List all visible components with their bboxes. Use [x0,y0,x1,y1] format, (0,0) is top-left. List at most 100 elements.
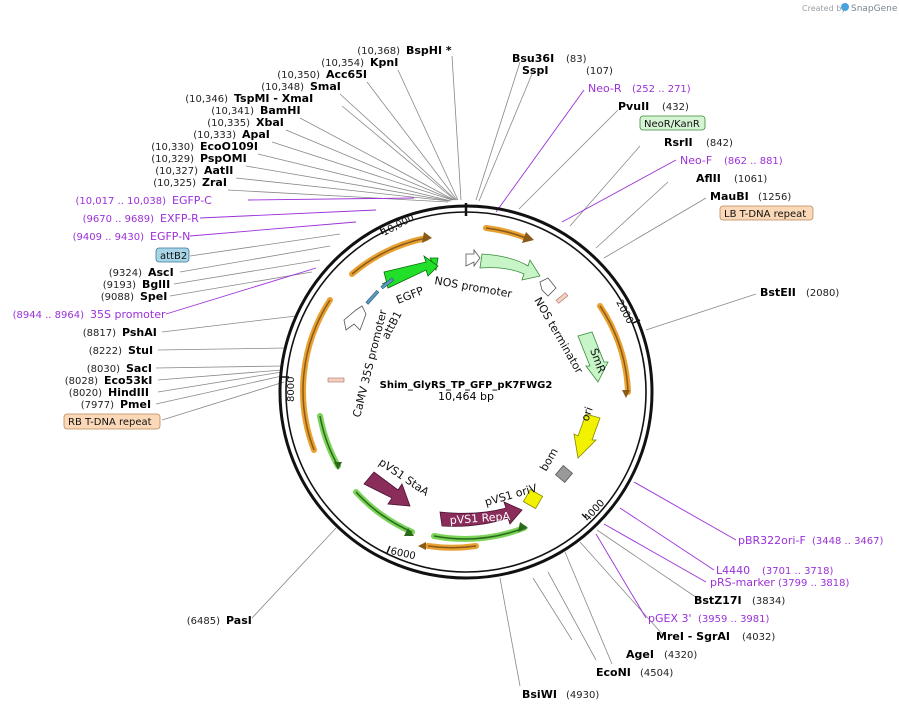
site-acc65i[interactable]: Acc65I [326,68,367,81]
site-pshai[interactable]: PshAI [122,326,157,339]
site-bstz17i[interactable]: BstZ17I [694,594,742,607]
orf-head-6 [404,528,414,536]
pvs1-staa-arrow [363,471,411,507]
primer-35s-promoter[interactable]: 35S promoter [90,308,166,321]
orf-arcs [300,225,631,551]
site-bsu36i[interactable]: Bsu36I [512,52,554,65]
primer-prs-marker[interactable]: pRS-marker [710,576,775,589]
site-bamhi[interactable]: BamHI [260,104,301,117]
tick-label-8000: 8000 [286,377,297,402]
neor-kanr-label: NeoR/KanR [644,119,700,130]
primer-pos: (8944 .. 8964) [13,310,85,321]
site-spei[interactable]: SpeI [140,290,167,303]
primer-neo-f[interactable]: Neo-F [680,154,712,167]
site-pos: (10,346) [185,94,228,105]
orf-head-5 [334,462,342,470]
primer-egfp-n[interactable]: EGFP-N [150,230,190,243]
site-stui[interactable]: StuI [128,344,153,357]
site-smai[interactable]: SmaI [310,80,341,93]
site-tspmi-xmai[interactable]: TspMI - XmaI [234,92,313,105]
site-pos: (6485) [187,616,220,627]
site-pos: (9324) [109,268,142,279]
site-rsrii[interactable]: RsrII [664,136,693,149]
site-pos: (8222) [89,346,122,357]
primer-l4440[interactable]: L4440 [716,564,750,577]
nos-terminator-shape [539,277,557,297]
site-mrei-sgrai[interactable]: MreI - SgrAI [656,630,730,643]
site-saci[interactable]: SacI [126,362,152,375]
site-ecoo109i[interactable]: EcoO109I [200,140,258,153]
attb2-badge[interactable] [155,247,190,263]
site-hindiii[interactable]: HindIII [108,386,149,399]
tick-4000 [581,513,587,519]
site-apai[interactable]: ApaI [242,128,270,141]
site-econi[interactable]: EcoNI [596,666,631,679]
site-psppomi[interactable]: PspOMI [200,152,247,165]
lb-tdna-label: LB T-DNA repeat [724,209,806,220]
primer-exfp-r[interactable]: EXFP-R [160,212,199,225]
site-maubi[interactable]: MauBI [710,190,749,203]
nos-terminator-label: NOS terminator [531,295,585,376]
orf-head-3 [422,232,432,243]
primer-egfp-c[interactable]: EGFP-C [172,194,212,207]
primer-pos: (862 .. 881) [724,156,783,167]
site-aflii[interactable]: AflII [696,172,721,185]
site-pasi[interactable]: PasI [226,614,252,627]
right-top-labels: Bsu36I (83) SspI (107) Neo-R (252 .. 271… [512,52,839,299]
bom-label: bom [537,446,560,474]
rb-tdna-badge[interactable] [63,413,161,430]
lb-marker [555,292,569,304]
site-pos: (1256) [758,192,791,203]
site-asci[interactable]: AscI [148,266,174,279]
site-pmei[interactable]: PmeI [120,398,151,411]
tick-2000 [632,319,641,324]
site-pos: (8020) [69,388,102,399]
plasmid-name: Shim_GlyRS_TP_GFP_pK7FWG2 [380,380,553,391]
site-pos: (10,368) [357,46,400,57]
attb1-feature [365,289,380,305]
pvs1-oriv-feature [522,488,544,510]
site-kpni[interactable]: KpnI [370,56,398,69]
site-bglii[interactable]: BglII [142,278,170,291]
site-bsiwi[interactable]: BsiWI [522,688,557,701]
top-site-labels: (10,368) BspHI * (10,354) KpnI (10,350) … [151,44,452,189]
primer-pbr322ori-f[interactable]: pBR322ori-F [738,534,806,547]
tick-label-10000: 10,000 [380,213,416,239]
primer-leader-lines [165,89,737,619]
site-pos: (107) [586,66,613,77]
site-pos: (10,333) [193,130,236,141]
site-bsphi[interactable]: BspHI * [406,44,452,57]
neor-kanr-badge[interactable] [639,115,706,131]
ori-label: ori [579,405,596,423]
primer-neo-r[interactable]: Neo-R [588,82,622,95]
egfp-feature [383,254,439,289]
site-pos: (432) [662,102,689,113]
orf-head-2 [622,390,630,398]
created-by-text: Created by [802,4,846,13]
site-xbai[interactable]: XbaI [256,116,284,129]
nos-promoter-arrow [479,253,541,281]
tick-label-2000: 2000 [613,298,635,326]
site-pos: (9193) [103,280,136,291]
site-pos: (9088) [101,292,134,303]
site-pos: (10,325) [153,178,196,189]
pvs1-repa-label: pVS1 RepA [449,510,511,527]
site-pos: (7977) [81,400,114,411]
primer-pgex-3[interactable]: pGEX 3' [648,612,692,625]
site-pos: (842) [706,138,733,149]
site-eco53ki[interactable]: Eco53kI [104,374,152,387]
site-pos: (2080) [806,288,839,299]
site-sspi[interactable]: SspI [522,64,548,77]
site-pos: (10,329) [151,154,194,165]
site-pvuii[interactable]: PvuII [618,100,649,113]
site-aatii[interactable]: AatII [204,164,233,177]
site-pos: (8817) [83,328,116,339]
site-pos: (3834) [752,596,785,607]
site-bsteii[interactable]: BstEII [760,286,796,299]
lb-tdna-badge[interactable] [719,205,814,221]
camv-small-arrow [343,305,367,331]
site-zrai[interactable]: ZraI [202,176,227,189]
tick-6000 [386,545,391,554]
site-agei[interactable]: AgeI [626,648,654,661]
